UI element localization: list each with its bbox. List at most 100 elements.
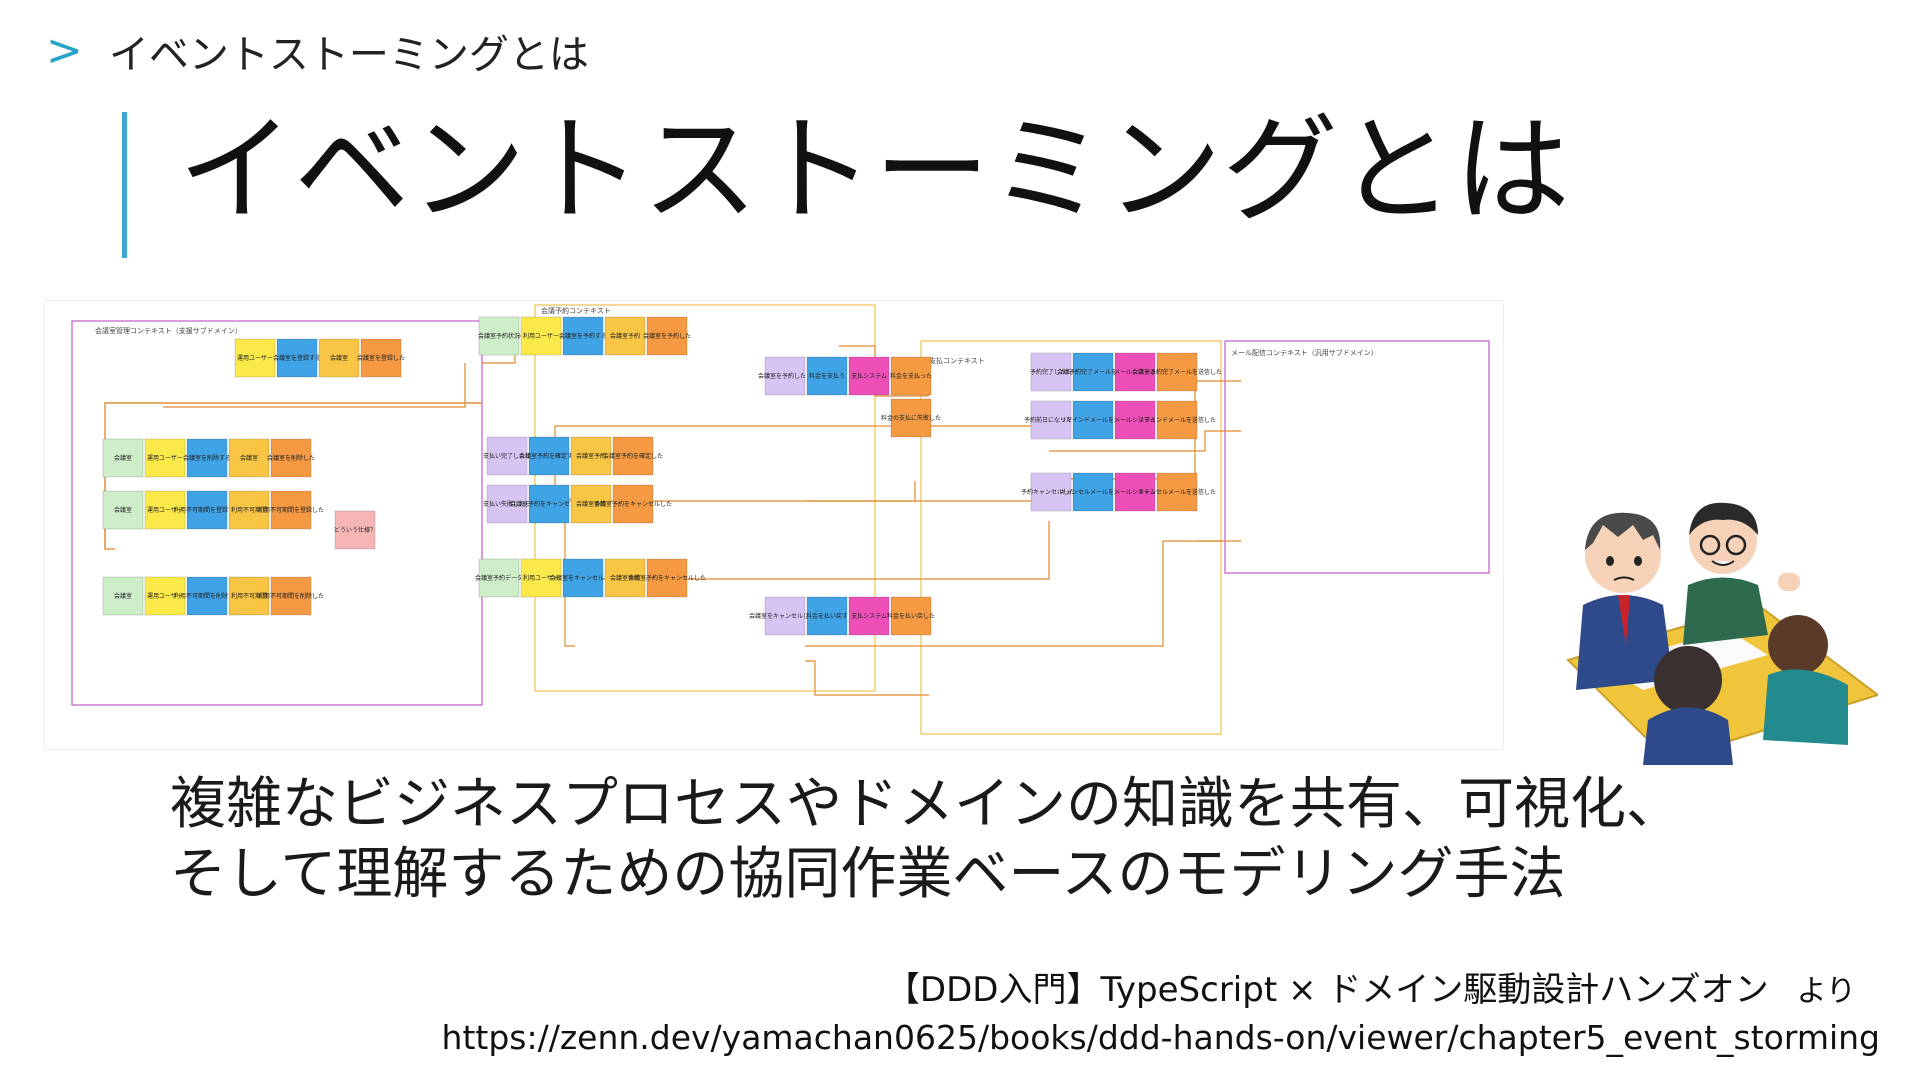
- description-line-1: 複雑なビジネスプロセスやドメインの知識を共有、可視化、: [170, 772, 1682, 837]
- sticky-note-label: 会議室を登録した: [357, 354, 405, 362]
- sticky-note-body: [1114, 472, 1156, 512]
- sticky-note: キャンセルメールを送る: [1060, 472, 1126, 512]
- sticky-note-body: [604, 558, 646, 598]
- sticky-note: 予約完了したら: [1030, 352, 1072, 392]
- sticky-note: 会議室を予約した: [643, 316, 691, 356]
- sticky-note-body: [890, 596, 932, 636]
- sticky-note-label: 会議予約完了メールを送る: [1057, 368, 1129, 376]
- sticky-note-label: キャンセルメールを送信した: [1138, 488, 1216, 496]
- sticky-note-body: [1030, 472, 1072, 512]
- sticky-note-label: 会議室: [114, 454, 132, 462]
- sticky-note-label: 運用ユーザー: [147, 593, 183, 600]
- description-line-2: そして理解するための協同作業ベースのモデリング手法: [170, 842, 1566, 907]
- breadcrumb: > イベントストーミングとは: [46, 22, 589, 80]
- sticky-note: 支払い失敗したら: [483, 484, 531, 524]
- sticky-note-label: メールシステム: [1114, 369, 1156, 376]
- sticky-note-body: [1030, 400, 1072, 440]
- sticky-note-body: [806, 356, 848, 396]
- sticky-note: 利用不可期間を削除する: [174, 576, 240, 616]
- sticky-note-label: 会議室を削除した: [267, 454, 315, 462]
- sticky-note: 運用ユーザー: [144, 576, 186, 616]
- sticky-note-label: 会議室をキャンセルしたら: [749, 612, 821, 620]
- sticky-note: 会議室: [102, 576, 144, 616]
- sticky-note-label: 会議室予約をキャンセルした: [594, 500, 672, 508]
- sticky-note-label: 会議室予約状況: [478, 332, 520, 340]
- sticky-note-body: [144, 576, 186, 616]
- description: 複雑なビジネスプロセスやドメインの知識を共有、可視化、 そして理解するための協同…: [170, 770, 1682, 910]
- sticky-note-body: [360, 338, 402, 378]
- sticky-note-label: リマインドメールを送る: [1060, 416, 1126, 424]
- sticky-note-label: 予約前日になったら: [1024, 416, 1078, 424]
- title-accent-bar: [122, 112, 127, 258]
- sticky-note-body: [334, 510, 376, 550]
- sticky-note-label: 会議室を予約する: [559, 332, 607, 340]
- source-url[interactable]: https://zenn.dev/yamachan0625/books/ddd-…: [441, 1018, 1880, 1057]
- sticky-note-label: 会議室予約完了メールを送信した: [1132, 368, 1222, 376]
- sticky-note: 会議室予約をキャンセルした: [594, 484, 672, 524]
- sticky-note: 利用不可期間を登録した: [258, 490, 324, 530]
- sticky-note-label: 利用不可期間: [231, 592, 267, 600]
- sticky-note: 会議室: [318, 338, 360, 378]
- sticky-note-body: [318, 338, 360, 378]
- sticky-note-label: 会議室をキャンセルする: [550, 574, 616, 582]
- sticky-note: 会議室予約を確定する: [519, 436, 579, 476]
- sticky-note: 会議室予約完了メールを送信した: [1132, 352, 1222, 392]
- sticky-note: 利用ユーザー: [520, 558, 562, 598]
- sticky-note: 会議室予約: [604, 316, 646, 356]
- team-meeting-illustration: [1548, 495, 1881, 765]
- sticky-note: 会議室を削除した: [267, 438, 315, 478]
- sticky-note: 予約キャンセルしたら: [1021, 472, 1081, 512]
- context-label: メール配信コンテキスト（汎用サブドメイン）: [1231, 348, 1378, 357]
- sticky-note-label: 支払い失敗したら: [483, 500, 531, 508]
- sticky-note: 料金の支払に失敗した: [881, 398, 941, 438]
- sticky-note: 運用ユーザー: [234, 338, 276, 378]
- sticky-note: 予約前日になったら: [1024, 400, 1078, 440]
- sticky-note-label: 会議室: [114, 506, 132, 514]
- sticky-note-body: [764, 596, 806, 636]
- sticky-note-body: [102, 490, 144, 530]
- sticky-note: 利用不可期間: [228, 576, 270, 616]
- context-boundary-payment: [920, 340, 1222, 735]
- sticky-note-body: [848, 596, 890, 636]
- sticky-note-body: [270, 576, 312, 616]
- sticky-note-body: [520, 558, 562, 598]
- sticky-note-label: 料金を払い戻した: [887, 612, 935, 620]
- sticky-note-body: [186, 490, 228, 530]
- sticky-note: キャンセルメールを送信した: [1138, 472, 1216, 512]
- sticky-note: 会議室予約を確定した: [603, 436, 663, 476]
- sticky-note-body: [890, 356, 932, 396]
- sticky-note: 会議室を予約したら: [758, 356, 812, 396]
- sticky-note-label: 料金を支払った: [890, 372, 932, 380]
- sticky-note: リマインドメールを送信した: [1138, 400, 1216, 440]
- sticky-note-body: [1114, 400, 1156, 440]
- sticky-note-body: [270, 438, 312, 478]
- sticky-note: 支払い完了したら: [483, 436, 531, 476]
- context-label: 会議予約コンテキスト: [541, 306, 611, 315]
- sticky-note-label: メールシステム: [1114, 417, 1156, 424]
- sticky-note-body: [486, 436, 528, 476]
- sticky-note-label: 会議室を予約したら: [758, 372, 812, 380]
- context-label: 支払コンテキスト: [929, 356, 985, 365]
- sticky-note-label: 予約キャンセルしたら: [1021, 488, 1081, 496]
- sticky-note: 利用不可期間を登録する: [174, 490, 240, 530]
- event-storming-diagram: 会議室管理コンテキスト（支援サブドメイン） 会議予約コンテキスト 支払コンテキス…: [44, 300, 1504, 750]
- sticky-note-body: [144, 438, 186, 478]
- sticky-note-label: 利用不可期間を登録した: [258, 506, 324, 514]
- sticky-note-label: 会議室: [240, 454, 258, 462]
- sticky-note: 運用ユーザー: [144, 490, 186, 530]
- sticky-note-body: [1156, 400, 1198, 440]
- sticky-note-body: [562, 316, 604, 356]
- sticky-note: 会議予約完了メールを送る: [1057, 352, 1129, 392]
- context-boundary-mail: [1224, 340, 1490, 574]
- sticky-note-body: [562, 558, 604, 598]
- sticky-note: 会議室を登録した: [357, 338, 405, 378]
- sticky-note-label: リマインドメールを送信した: [1138, 416, 1216, 424]
- sticky-note-label: 会議室予約をキャンセルした: [628, 574, 706, 582]
- sticky-note-label: 会議室予約を確定した: [603, 452, 663, 460]
- sticky-note: 支払システム: [848, 356, 890, 396]
- sticky-note: 会議室予約状況: [478, 316, 520, 356]
- sticky-note: 会議室予約をキャンセルする: [510, 484, 588, 524]
- sticky-note-label: 会議室予約をキャンセルする: [510, 500, 588, 508]
- sticky-note-label: 利用不可期間: [231, 506, 267, 514]
- sticky-note: メールシステム: [1114, 472, 1156, 512]
